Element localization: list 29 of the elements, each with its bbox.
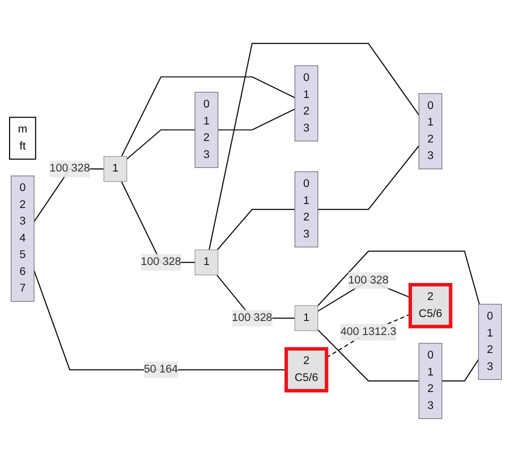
edge-label: 100 328	[232, 312, 272, 324]
connector	[318, 145, 420, 210]
node-box: m ft	[9, 116, 36, 160]
node-box: 1	[294, 305, 318, 332]
edge-label: 50 164	[144, 364, 178, 376]
edge-label: 100 328	[140, 256, 182, 268]
connector	[326, 314, 410, 358]
node-box: 0 1 2 3	[418, 342, 442, 419]
edge-label: 400 1312.3	[340, 326, 396, 338]
node-box: 0 1 2 3	[418, 93, 442, 170]
connector	[126, 129, 196, 160]
connector	[317, 329, 419, 382]
node-box: 0 2 3 4 5 6 7	[10, 176, 34, 302]
node-box: 0 1 2 3	[294, 65, 318, 142]
connector	[121, 76, 296, 157]
connector	[317, 250, 480, 306]
connector	[208, 42, 420, 250]
node-box: 2 C5/6	[408, 282, 452, 328]
connector	[34, 270, 286, 370]
node-box: 2 C5/6	[284, 347, 328, 392]
node-box: 1	[104, 156, 128, 182]
edge-label: 100 328	[50, 162, 90, 175]
connector	[218, 108, 296, 130]
node-box: 0 1 2 3	[194, 92, 218, 168]
node-box: 1	[194, 249, 218, 276]
connector	[216, 208, 295, 250]
node-box: 0 1 2 3	[294, 171, 318, 248]
edge-label: 100 328	[348, 274, 389, 286]
node-box: 0 1 2 3	[478, 304, 502, 380]
